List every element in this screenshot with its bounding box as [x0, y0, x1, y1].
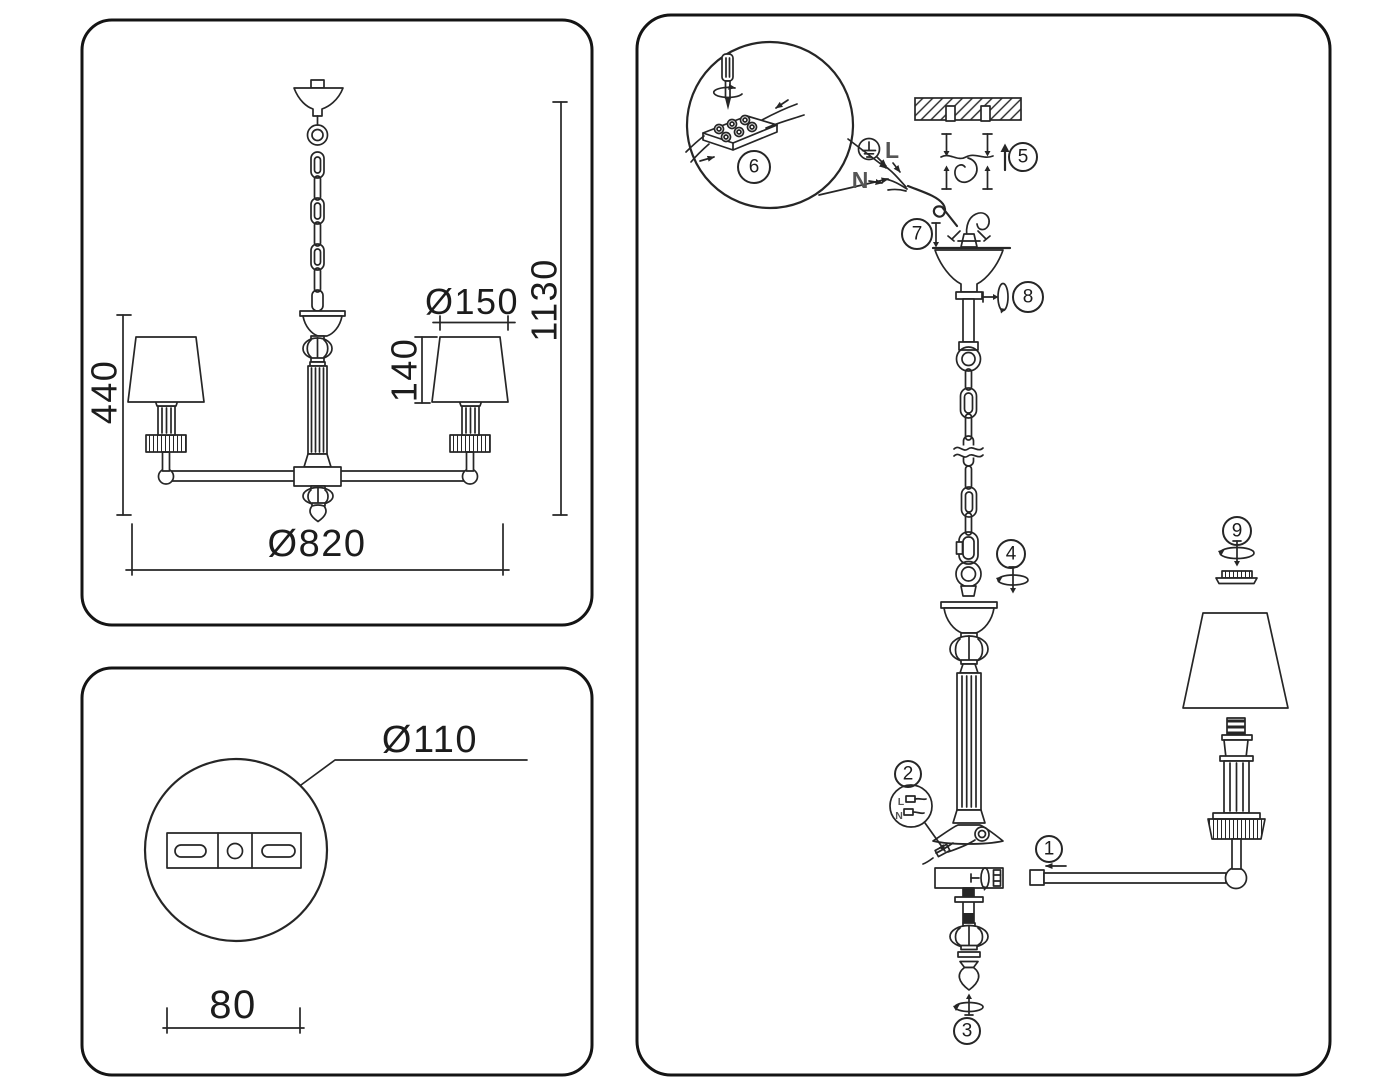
screw-icon	[941, 165, 952, 190]
svg-text:6: 6	[749, 157, 760, 178]
drill-hole-right	[980, 105, 991, 122]
drill-hole-left	[945, 105, 956, 122]
panel-assembly-border	[635, 13, 1332, 1077]
callout-terminal-block	[685, 40, 855, 210]
left-candle-front	[127, 336, 205, 472]
finial-front	[302, 485, 334, 523]
dim-label-820: Ø820	[268, 523, 367, 565]
chain-break-mark	[953, 446, 984, 451]
candle-assembly: 9	[1182, 516, 1289, 870]
svg-text:8: 8	[1023, 287, 1034, 308]
supply-cable	[906, 184, 959, 228]
canopy-base-circle	[143, 757, 329, 943]
callout-connector-detail: L N	[889, 784, 946, 852]
step-8-badge: 8	[1012, 281, 1044, 313]
chain-link	[964, 413, 973, 441]
step-2-badge: 2	[894, 760, 922, 788]
wire-label-neutral: N	[852, 167, 869, 193]
left-shade	[127, 336, 205, 403]
callout2-leader	[924, 822, 946, 852]
leader-line-canopy-diameter	[300, 759, 528, 786]
chain-link	[964, 512, 973, 536]
bracket-slot-right	[261, 844, 296, 858]
ceiling-section	[914, 97, 1022, 122]
dim-label-80: 80	[209, 983, 257, 1027]
screw-7-icon	[931, 222, 941, 248]
lamp-socket	[1221, 717, 1253, 759]
dim-label-440: 440	[84, 360, 125, 425]
screw-9-icon	[1218, 540, 1255, 567]
arm-assembly	[1029, 866, 1248, 890]
dim-label-140: 140	[384, 338, 425, 403]
step-3-badge: 3	[953, 1017, 981, 1045]
step-5-badge: 5	[1008, 142, 1038, 172]
screw-4-icon	[996, 566, 1029, 594]
right-shade	[431, 336, 509, 403]
screw-3-icon	[953, 993, 984, 1016]
chain-link	[964, 368, 973, 391]
terminal-block-icon	[702, 114, 778, 151]
dim-overall-height: 1130	[524, 101, 568, 516]
screw-8-icon	[982, 282, 1009, 314]
dim-overall-diameter: Ø820	[125, 523, 510, 576]
svg-text:3: 3	[962, 1021, 973, 1042]
chain-link	[959, 387, 978, 419]
panel-mount-detail: Ø110 80	[80, 666, 594, 1077]
terminal-wires	[685, 99, 805, 163]
canopy-front	[293, 79, 344, 117]
mounting-bracket	[166, 832, 302, 869]
chain-link	[960, 486, 978, 518]
svg-text:1: 1	[1044, 839, 1055, 860]
bracket-slot-left	[174, 844, 207, 858]
svg-text:2: 2	[903, 764, 914, 785]
center-column-front	[303, 361, 332, 468]
chandelier-front-drawing	[127, 79, 509, 523]
center-column-assembly	[922, 601, 1004, 865]
svg-text:9: 9	[1232, 521, 1243, 542]
screwdriver-icon	[712, 53, 743, 110]
canopy-assembly	[931, 212, 1012, 300]
step-6-badge: 6	[737, 150, 771, 184]
quick-link	[955, 531, 979, 565]
lampshade	[1182, 612, 1289, 709]
dim-label-1130: 1130	[524, 258, 565, 341]
panel-front-view: 440 1130 Ø150 140 Ø820	[80, 18, 594, 627]
callout-label-live: L	[898, 796, 905, 808]
dim-shade-height: 140	[384, 336, 438, 404]
screw-icon	[941, 133, 952, 157]
step-7-badge: 7	[901, 218, 933, 250]
callout-label-neutral: N	[895, 810, 903, 822]
shade-ring	[1215, 570, 1258, 585]
panel-assembly: 6 5	[635, 13, 1332, 1077]
hook-bracket	[940, 133, 1010, 190]
screw-icon	[982, 165, 993, 190]
ground-symbol-icon	[857, 137, 881, 161]
svg-text:7: 7	[912, 224, 923, 245]
candle-sleeve	[1219, 755, 1254, 814]
wire-label-live: L	[885, 137, 899, 163]
step-1-badge: 1	[1035, 835, 1063, 863]
dim-body-height: 440	[84, 314, 132, 516]
right-candle-front	[431, 336, 509, 472]
step-4-badge: 4	[996, 539, 1026, 569]
chain-link	[964, 465, 973, 490]
cable-clamp	[947, 230, 991, 248]
panel-mount-detail-border	[80, 666, 594, 1077]
bracket-center-hole	[226, 842, 244, 860]
knurled-ring	[1207, 812, 1266, 840]
dim-hole-spacing: 80	[162, 983, 305, 1034]
svg-text:4: 4	[1006, 544, 1017, 565]
stem-and-chain	[953, 298, 984, 597]
screw-icon	[982, 133, 993, 157]
dim-label-110: Ø110	[382, 719, 478, 761]
bobeche-front	[299, 310, 346, 363]
dim-shade-diameter: Ø150	[425, 281, 519, 331]
lower-finial-stack	[949, 922, 989, 991]
svg-text:5: 5	[1018, 147, 1029, 168]
supply-wires: L N	[852, 137, 959, 228]
chain-front	[306, 115, 329, 312]
candle-stem	[1231, 838, 1242, 870]
dim-label-150: Ø150	[425, 281, 519, 322]
up-arrow-icon	[1000, 143, 1010, 172]
